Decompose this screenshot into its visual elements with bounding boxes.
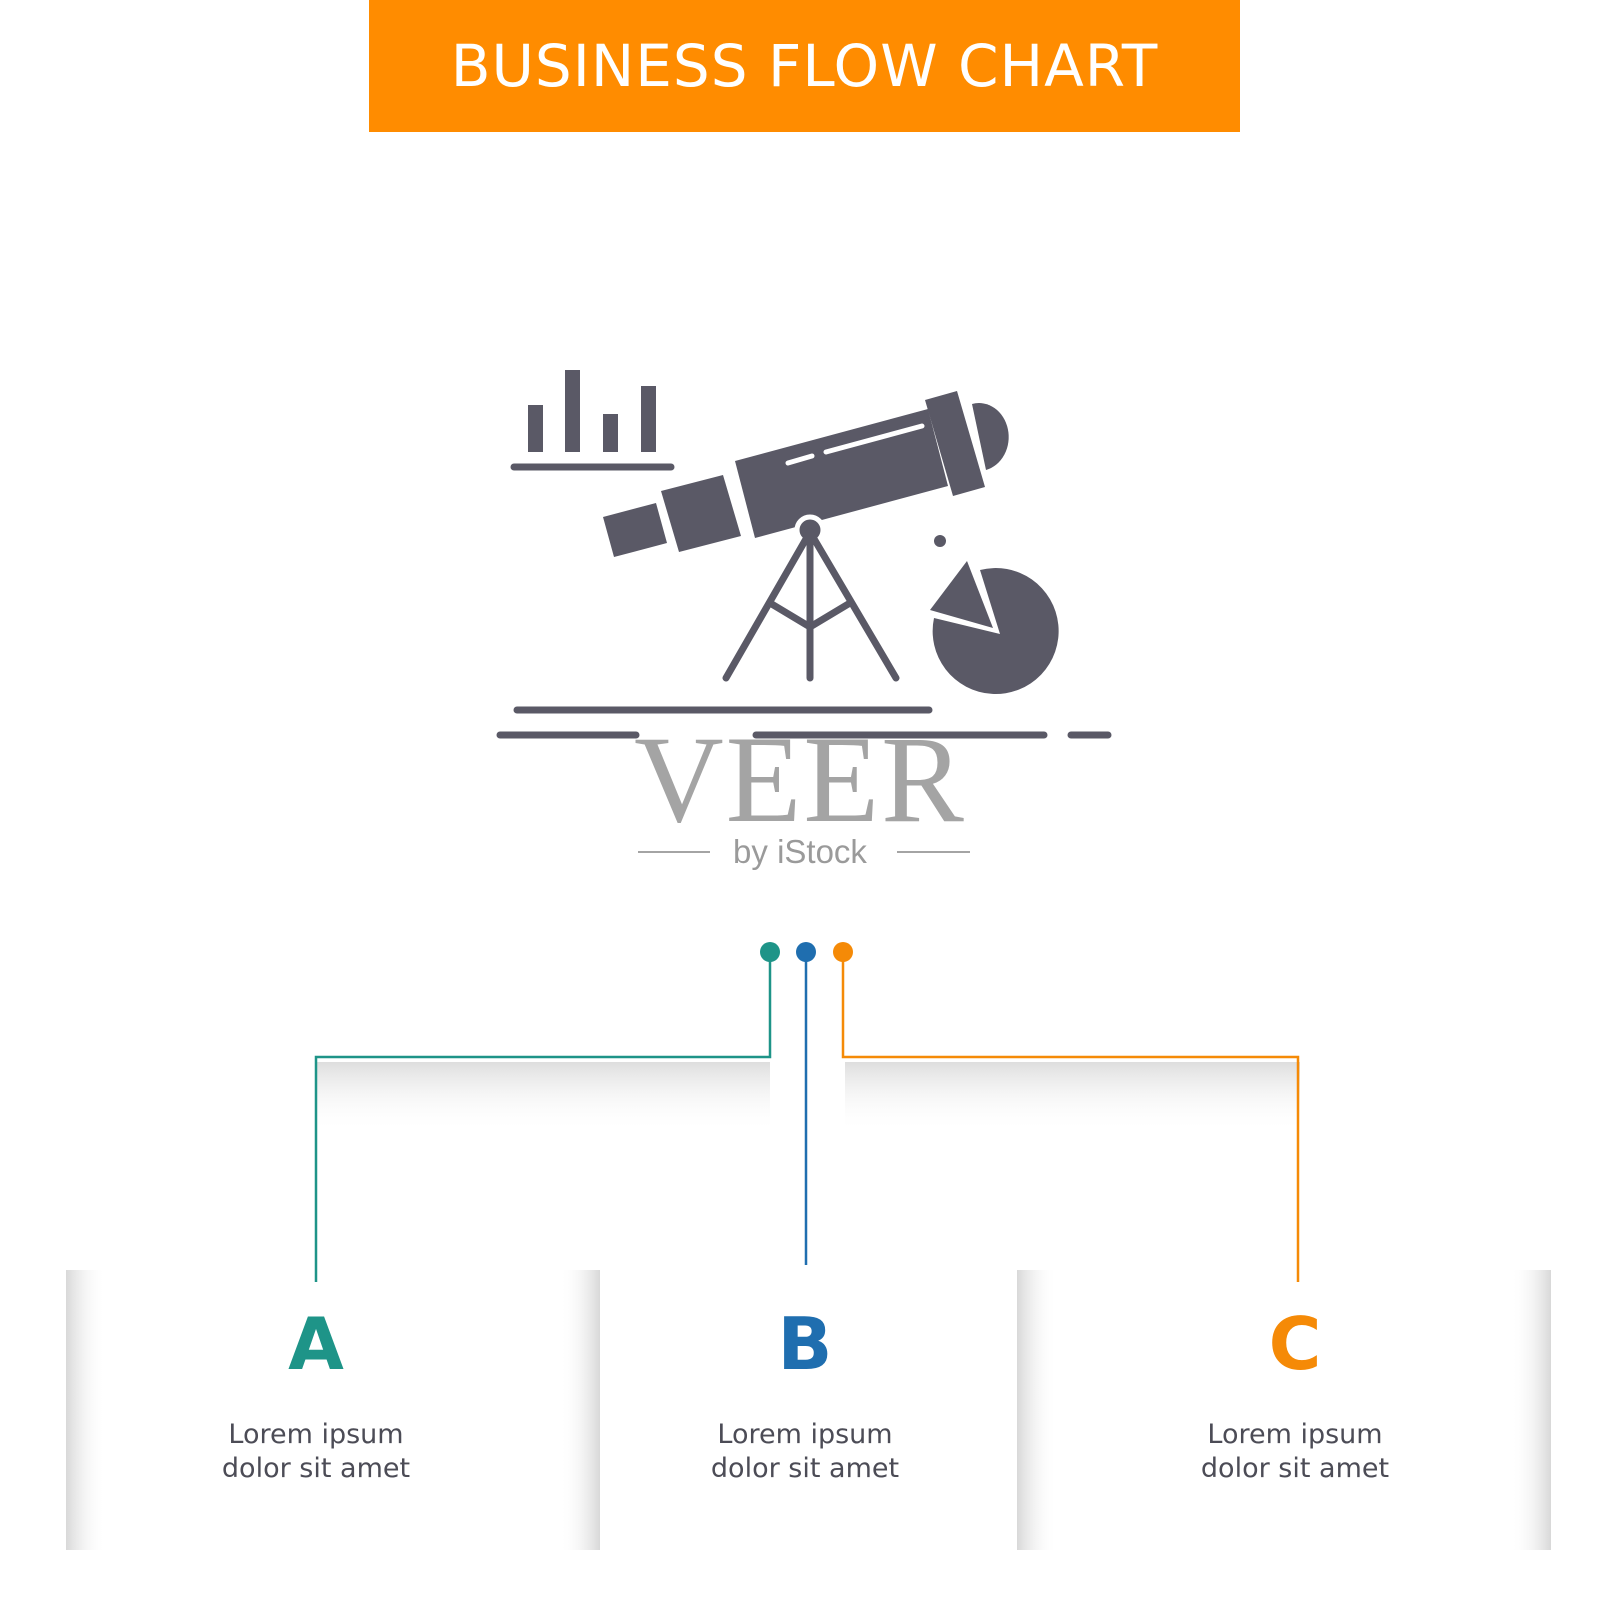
connector-shadow-left: [317, 1062, 770, 1132]
step-b-letter: B: [777, 1302, 833, 1386]
step-a-text: Lorem ipsum dolor sit amet: [156, 1418, 476, 1486]
node-dot-a: [760, 942, 780, 962]
step-b-text: Lorem ipsum dolor sit amet: [645, 1418, 965, 1486]
step-c-text: Lorem ipsum dolor sit amet: [1135, 1418, 1455, 1486]
card-a-shadow: [66, 1270, 600, 1550]
step-a-letter: A: [288, 1302, 344, 1386]
node-dot-c: [833, 942, 853, 962]
header-banner: BUSINESS FLOW CHART: [369, 0, 1240, 132]
connector-shadow-right: [845, 1062, 1300, 1132]
step-c-line2: dolor sit amet: [1200, 1453, 1390, 1484]
step-a-line2: dolor sit amet: [221, 1453, 411, 1484]
telescope-analytics-icon: [496, 370, 1112, 739]
bar-chart-icon: [528, 370, 656, 452]
step-b-line1: Lorem ipsum: [717, 1419, 893, 1450]
node-dot-b: [796, 942, 816, 962]
connector-c: [841, 952, 1300, 1282]
step-b-line2: dolor sit amet: [710, 1453, 900, 1484]
step-a-line1: Lorem ipsum: [228, 1419, 404, 1450]
watermark-subtitle: by iStock: [733, 833, 867, 870]
step-c-line1: Lorem ipsum: [1207, 1419, 1383, 1450]
step-c-letter: C: [1268, 1302, 1322, 1386]
watermark-logo: VEER: [634, 711, 966, 848]
connector-a: [314, 952, 772, 1282]
card-c-shadow: [1017, 1270, 1551, 1550]
page-title: BUSINESS FLOW CHART: [450, 32, 1159, 100]
